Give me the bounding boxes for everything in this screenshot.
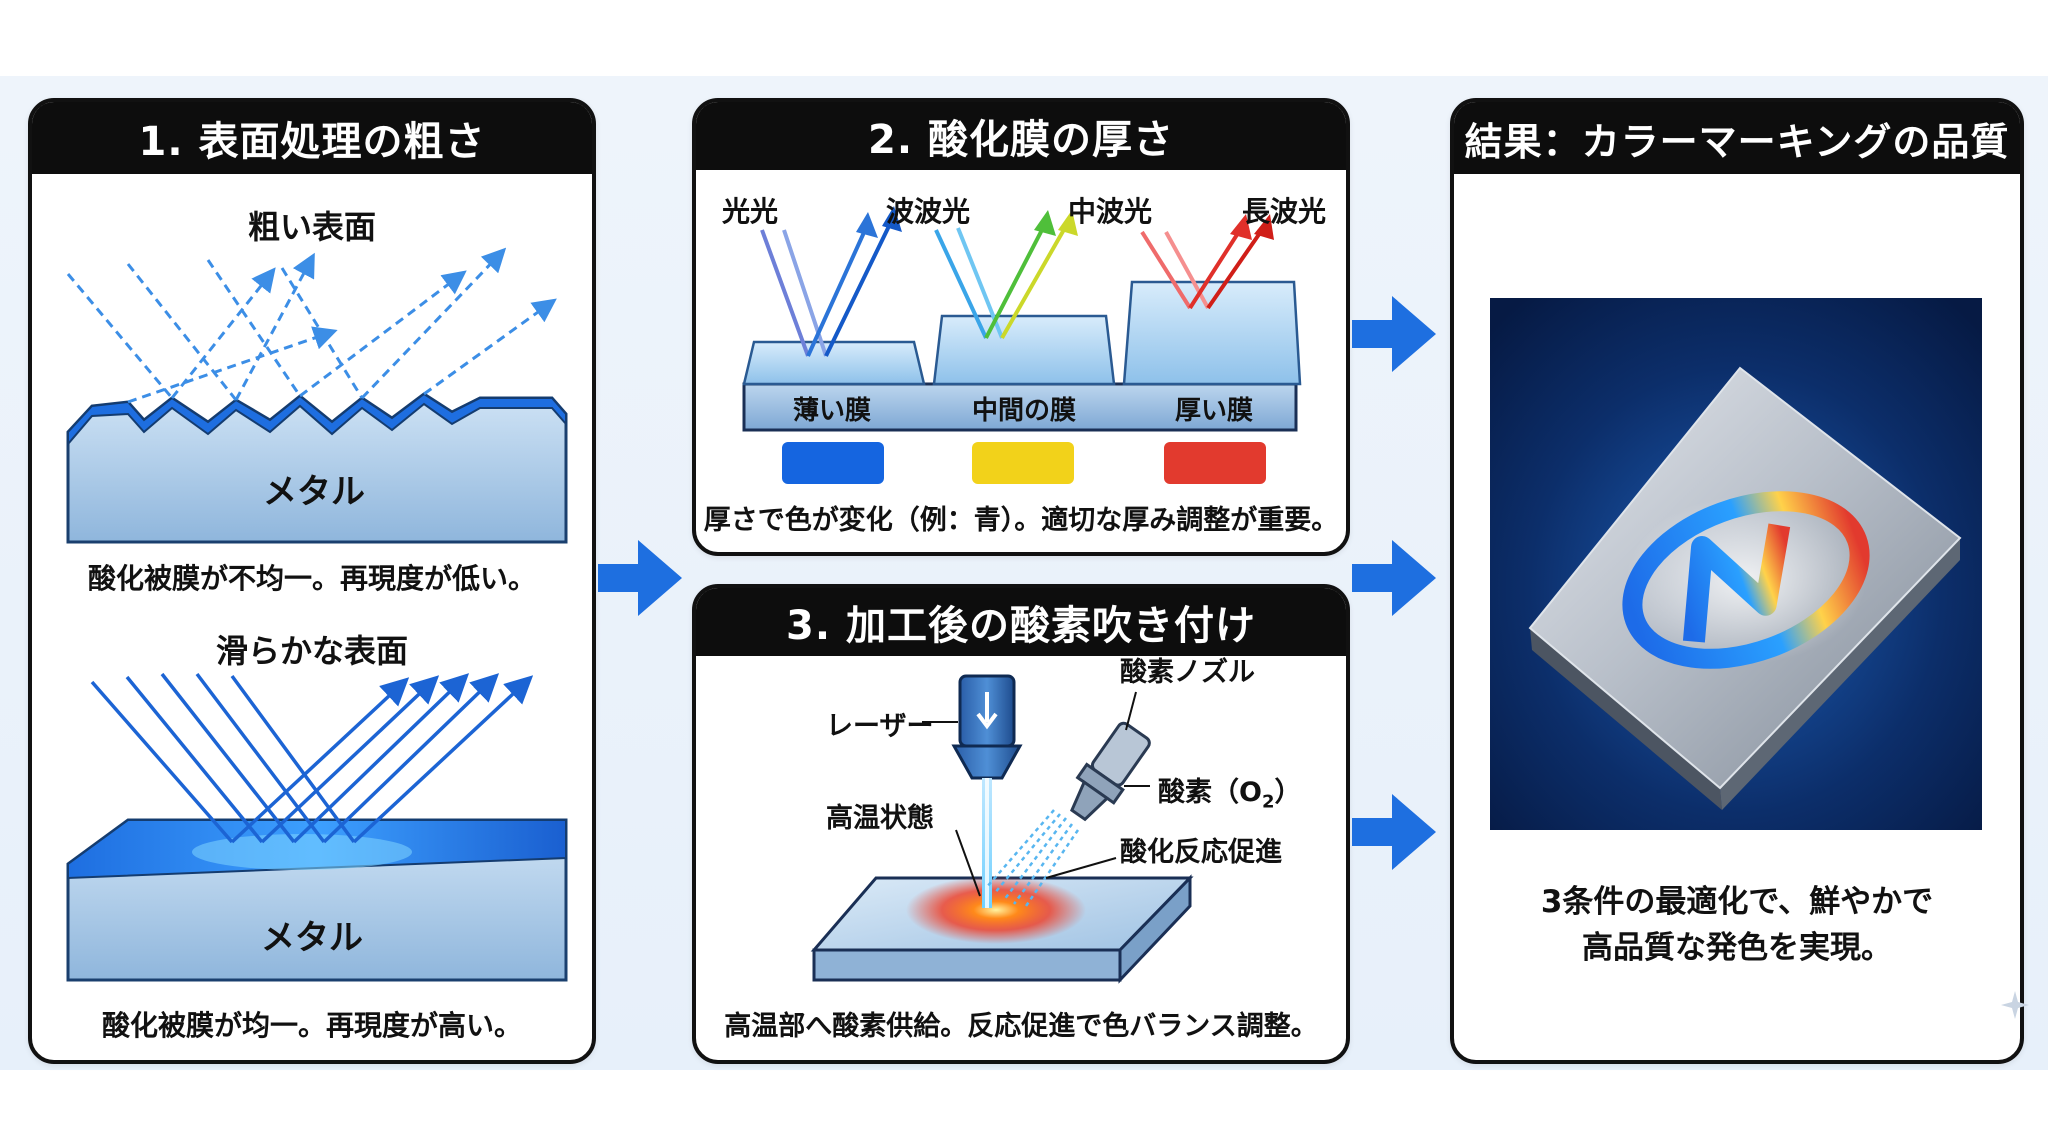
thin-film-rays <box>760 206 902 357</box>
light-label-1: 光光 <box>721 195 779 228</box>
substrate-plate <box>742 382 1298 432</box>
metal-plate-side <box>1530 628 1722 810</box>
rough-oxide-layer <box>67 392 567 447</box>
oxygen-blowing-illustration <box>810 674 1194 984</box>
rough-scattered-rays <box>66 247 557 404</box>
light-label-4: 長波光 <box>1241 195 1327 228</box>
marked-metal-plate-image <box>1490 298 1982 830</box>
swatch-red <box>1164 442 1266 484</box>
oxygen-label-text: 酸素（O <box>1158 777 1262 808</box>
leader-lines <box>922 691 1150 897</box>
smooth-surface-heading: 滑らかな表面 <box>215 632 409 670</box>
laser-nozzle <box>951 744 1023 780</box>
smooth-surface-caption: 酸化被膜が均一。再現度が高い。 <box>101 1009 523 1042</box>
panel-surface-roughness-title: 1. 表面処理の粗さ <box>138 119 486 165</box>
medium-film <box>932 314 1116 386</box>
work-plate-end <box>1118 874 1192 984</box>
panel-oxygen-blowing-header: 3. 加工後の酸素吹き付け <box>696 588 1346 656</box>
oxide-thickness-illustration <box>742 206 1302 432</box>
laser-label: レーザー <box>826 711 934 742</box>
film-label-thin: 薄い膜 <box>792 396 872 426</box>
oxide-thickness-caption: 厚さで色が変化（例：青）。適切な厚み調整が重要。 <box>703 505 1339 536</box>
panel-result-title: 結果：カラーマーキングの品質 <box>1464 119 2010 164</box>
swatch-yellow <box>972 442 1074 484</box>
sparkle-icon <box>2001 991 2029 1019</box>
swatch-blue <box>782 442 884 484</box>
panel-oxygen-blowing: 3. 加工後の酸素吹き付け <box>692 584 1350 1064</box>
panel-result: 結果：カラーマーキングの品質 3条件の最適化で、鮮やかで 高品質な発色を <box>1450 98 2024 1064</box>
flow-arrow-2 <box>1352 296 1436 372</box>
panel-oxide-thickness-title: 2. 酸化膜の厚さ <box>868 117 1174 163</box>
oxygen-blowing-caption: 高温部へ酸素供給。反応促進で色バランス調整。 <box>724 1011 1318 1042</box>
reaction-label: 酸化反応促進 <box>1120 837 1282 868</box>
panel-oxide-thickness-header: 2. 酸化膜の厚さ <box>696 102 1346 170</box>
panel-oxygen-blowing-title: 3. 加工後の酸素吹き付け <box>786 603 1256 649</box>
panel-surface-roughness: 1. 表面処理の粗さ <box>28 98 596 1064</box>
oxygen-label-subscript: 2 <box>1261 791 1275 813</box>
oxygen-label-close: ） <box>1274 777 1302 808</box>
nozzle-label: 酸素ノズル <box>1120 657 1255 688</box>
flow-arrow-3 <box>1352 540 1436 616</box>
medium-film-rays <box>934 210 1078 339</box>
flow-arrow-4 <box>1352 794 1436 870</box>
flow-arrow-1 <box>598 540 682 616</box>
metal-plate-edge <box>1720 538 1960 810</box>
rough-surface-caption: 酸化被膜が不均一。再現度が低い。 <box>87 562 537 595</box>
rough-metal-label: メタル <box>263 472 365 512</box>
color-marked-logo <box>1622 491 1870 669</box>
film-label-thick: 厚い膜 <box>1174 396 1254 426</box>
surface-roughness-illustration <box>66 247 568 982</box>
light-label-3: 中波光 <box>1067 195 1153 228</box>
panel-result-header: 結果：カラーマーキングの品質 <box>1454 102 2020 174</box>
work-plate-side <box>812 948 1122 982</box>
panel-surface-roughness-header: 1. 表面処理の粗さ <box>32 102 592 174</box>
film-label-medium: 中間の膜 <box>971 396 1077 426</box>
light-label-2: 波波光 <box>885 195 971 228</box>
thick-film-rays <box>1140 214 1274 310</box>
oxygen-spray <box>985 809 1080 907</box>
panel-oxide-thickness: 2. 酸化膜の厚さ <box>692 98 1350 556</box>
thin-film <box>742 340 926 386</box>
oxygen-label: 酸素（O2） <box>1158 770 1301 812</box>
smooth-parallel-rays <box>90 672 534 844</box>
thick-film <box>1122 280 1302 386</box>
result-caption-line2: 高品質な発色を実現。 <box>1582 930 1892 966</box>
hot-spot <box>906 876 1086 944</box>
oxygen-nozzle <box>1070 721 1151 822</box>
hot-state-label: 高温状態 <box>826 803 934 834</box>
smooth-metal-label: メタル <box>261 918 363 958</box>
rough-surface-heading: 粗い表面 <box>247 208 377 246</box>
result-caption-line1: 3条件の最適化で、鮮やかで <box>1540 884 1934 920</box>
